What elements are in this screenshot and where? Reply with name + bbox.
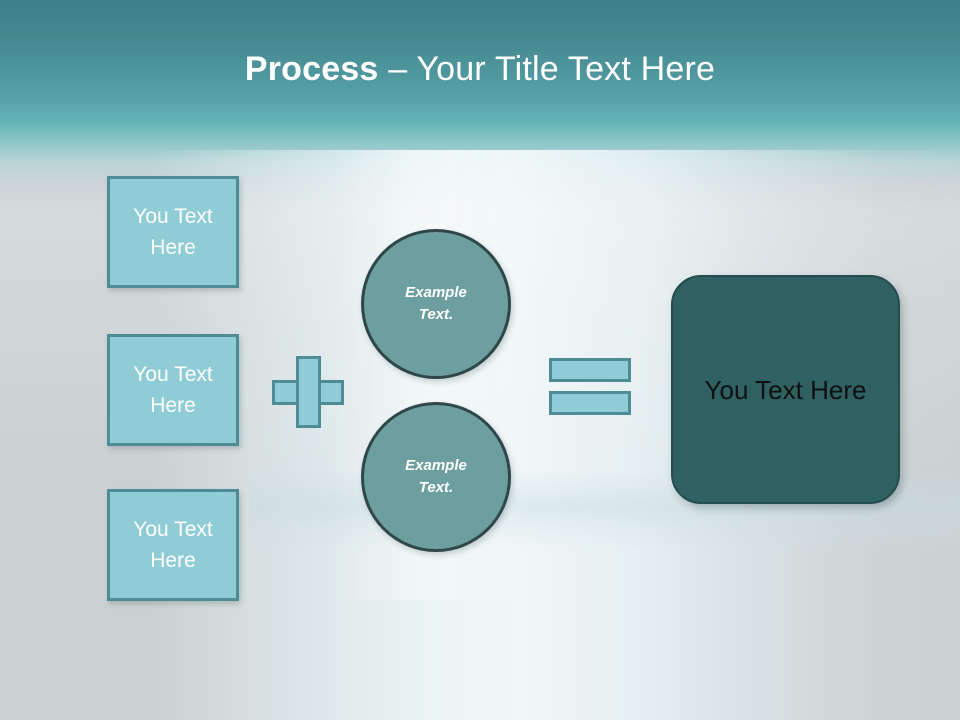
input-box-2[interactable]: You Text Here — [107, 334, 239, 446]
example-circle-1-line2: Text. — [418, 306, 454, 323]
example-circle-1[interactable]: Example Text. — [361, 229, 511, 379]
result-box-label: You Text Here — [704, 374, 867, 405]
example-circle-2-line2: Text. — [418, 479, 454, 496]
input-box-3[interactable]: You Text Here — [107, 489, 239, 601]
plus-icon — [272, 356, 344, 428]
page-title-strong: Process — [244, 50, 379, 88]
page-title-light: – Your Title Text Here — [378, 50, 716, 88]
example-circle-2[interactable]: Example Text. — [361, 402, 511, 552]
page-title: Process – Your Title Text Here — [0, 48, 960, 90]
equals-icon-bottom-bar — [549, 391, 631, 415]
equals-icon — [549, 358, 631, 415]
plus-icon-center-fill — [299, 383, 318, 402]
example-circle-2-line1: Example — [405, 457, 467, 474]
input-box-3-label: You Text Here — [133, 518, 213, 572]
input-box-2-label: You Text Here — [133, 363, 213, 417]
example-circle-1-line1: Example — [405, 284, 467, 301]
input-box-1[interactable]: You Text Here — [107, 176, 239, 288]
equals-icon-top-bar — [549, 358, 631, 382]
input-box-1-label: You Text Here — [133, 205, 213, 259]
result-box[interactable]: You Text Here — [671, 275, 900, 504]
